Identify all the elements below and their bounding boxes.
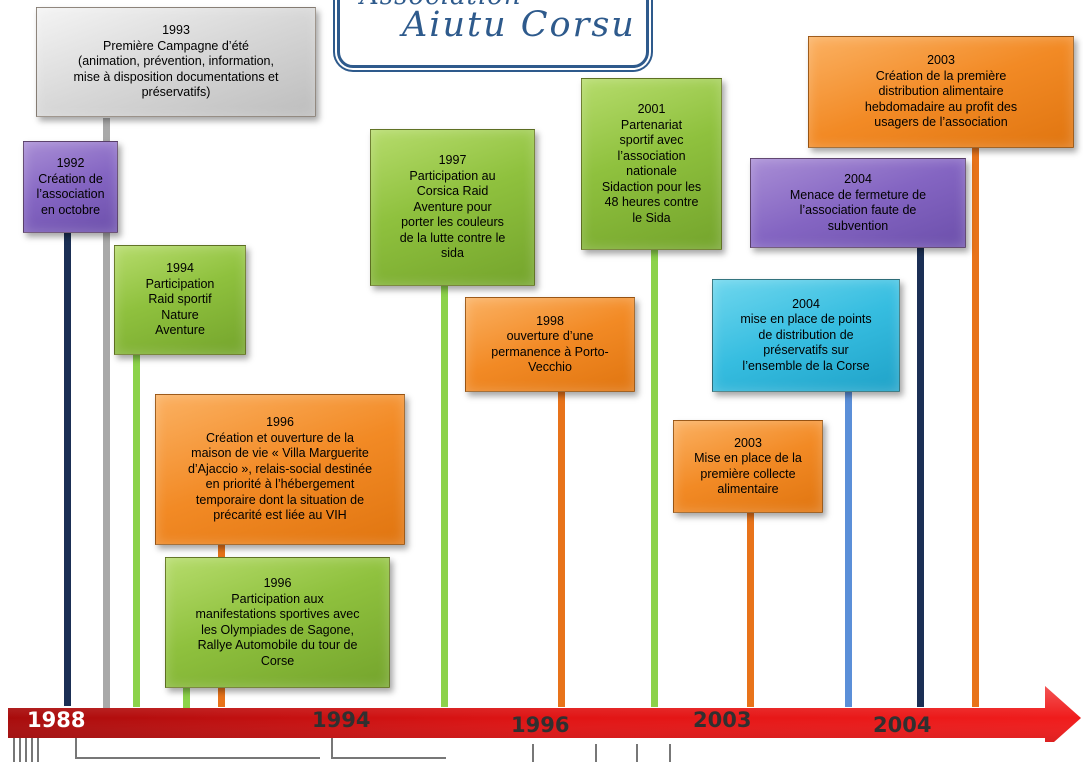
event-text: Participation aux manifestations sportiv… <box>195 591 360 668</box>
event-text: Création et ouverture de la maison de vi… <box>187 430 373 523</box>
timeline-ticks <box>13 738 671 762</box>
event-box-1996-olympiades: 1996 Participation aux manifestations sp… <box>165 557 390 688</box>
event-year: 2003 <box>927 53 955 68</box>
event-text: Mise en place de la première collecte al… <box>694 451 802 496</box>
event-box-2001-sidaction: 2001 Partenariat sportif avec l’associat… <box>581 78 722 250</box>
stem-2001 <box>651 250 658 707</box>
event-year: 2004 <box>844 172 872 186</box>
event-year: 1998 <box>536 313 564 328</box>
event-text: Première Campagne d’été (animation, prév… <box>73 38 279 100</box>
association-logo: Association Aiutu Corsu <box>337 0 649 68</box>
event-box-1996-villa: 1996 Création et ouverture de la maison … <box>155 394 405 545</box>
event-box-1997-corsica-raid: 1997 Participation au Corsica Raid Avent… <box>370 129 535 286</box>
event-year: 1994 <box>166 261 194 276</box>
event-year: 2001 <box>637 102 666 116</box>
stem-1998 <box>558 392 565 707</box>
stem-1996-olympiades <box>183 688 190 708</box>
event-text: Participation au Corsica Raid Aventure p… <box>399 168 506 261</box>
logo-subtitle: Association <box>360 0 522 11</box>
event-year: 1996 <box>263 576 292 590</box>
event-box-2003-distribution: 2003 Création de la première distributio… <box>808 36 1074 148</box>
timeline-label-2004: 2004 <box>873 713 932 737</box>
event-text: Menace de fermeture de l’association fau… <box>789 187 927 233</box>
event-text: ouverture d’une permanence à Porto- Vecc… <box>491 329 609 374</box>
timeline-label-1994: 1994 <box>312 708 371 732</box>
timeline-label-1988: 1988 <box>27 708 86 732</box>
event-box-1992-creation: 1992 Création de l’association en octobr… <box>23 141 118 233</box>
event-year: 2004 <box>792 296 820 311</box>
event-box-1994-raid: 1994 Participation Raid sportif Nature A… <box>114 245 246 355</box>
stem-2003-collecte <box>747 513 754 707</box>
event-year: 1993 <box>162 23 190 38</box>
event-text: Participation Raid sportif Nature Aventu… <box>145 276 215 338</box>
stem-1992 <box>64 232 71 706</box>
event-year: 2003 <box>734 435 762 450</box>
event-box-1998-permanence: 1998 ouverture d’une permanence à Porto-… <box>465 297 635 392</box>
event-text: Partenariat sportif avec l’association n… <box>601 117 702 225</box>
event-text: mise en place de points de distribution … <box>740 312 872 373</box>
event-year: 1992 <box>56 156 85 170</box>
timeline-label-2003: 2003 <box>693 708 752 732</box>
stem-2003-distribution <box>972 148 979 707</box>
stem-1997 <box>441 286 448 707</box>
timeline-label-1996: 1996 <box>511 713 570 737</box>
event-box-2004-preservatifs: 2004 mise en place de points de distribu… <box>712 279 900 392</box>
event-text: Création de l’association en octobre <box>36 171 105 217</box>
event-year: 1997 <box>438 153 467 168</box>
event-box-2003-collecte: 2003 Mise en place de la première collec… <box>673 420 823 513</box>
event-year: 1996 <box>266 415 294 430</box>
event-box-2004-menace: 2004 Menace de fermeture de l’associatio… <box>750 158 966 248</box>
event-box-1993-campagne: 1993 Première Campagne d’été (animation,… <box>36 7 316 117</box>
timeline-arrow <box>8 686 1081 742</box>
logo-title: Aiutu Corsu <box>402 5 636 45</box>
stem-2004-menace <box>917 248 924 707</box>
stem-1993 <box>103 118 110 708</box>
stem-1994 <box>133 355 140 707</box>
stem-2004-preservatifs <box>845 392 852 707</box>
event-text: Création de la première distribution ali… <box>864 68 1018 130</box>
